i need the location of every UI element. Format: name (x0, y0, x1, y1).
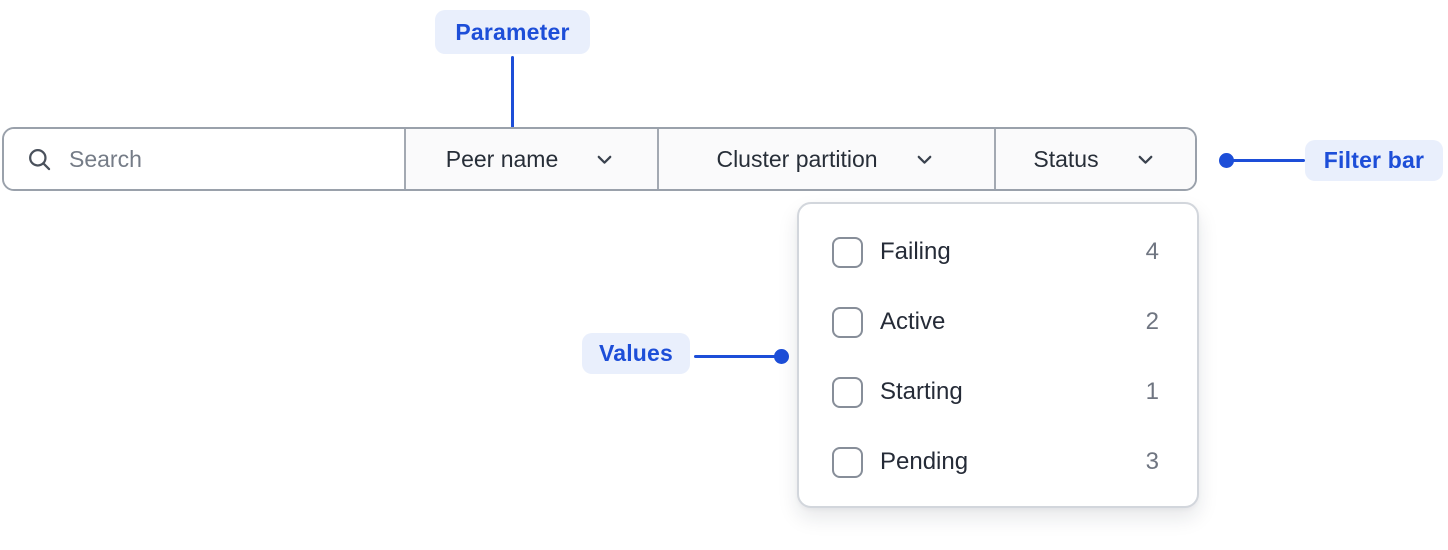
filter-bar: Peer name Cluster partition Status (2, 127, 1197, 191)
parameter-dropdown-cluster-partition[interactable]: Cluster partition (657, 129, 994, 189)
status-dropdown-panel: Failing 4 Active 2 Starting 1 Pending 3 (797, 202, 1199, 508)
dropdown-option-failing[interactable]: Failing 4 (799, 217, 1197, 287)
option-label: Pending (880, 448, 969, 475)
parameter-dropdown-peer-name[interactable]: Peer name (404, 129, 657, 189)
filter-bar-connector-dot (1219, 153, 1234, 168)
parameter-connector-line (511, 56, 514, 141)
option-label: Active (880, 308, 946, 335)
chevron-down-icon (1133, 147, 1158, 172)
option-label: Starting (880, 378, 963, 405)
checkbox-active[interactable] (832, 306, 863, 338)
option-count: 2 (1145, 308, 1159, 335)
parameter-dropdown-label: Cluster partition (716, 145, 878, 172)
parameter-annotation-label: Parameter (455, 18, 570, 45)
values-annotation-badge: Values (582, 333, 690, 374)
option-count: 3 (1145, 448, 1159, 475)
values-connector-line (694, 355, 782, 358)
search-icon (29, 148, 51, 170)
option-count: 4 (1145, 238, 1159, 265)
filter-bar-annotation-label: Filter bar (1323, 147, 1425, 173)
dropdown-option-pending[interactable]: Pending 3 (799, 427, 1197, 497)
dropdown-option-starting[interactable]: Starting 1 (799, 357, 1197, 427)
dropdown-option-active[interactable]: Active 2 (799, 287, 1197, 357)
parameter-dropdown-status[interactable]: Status (994, 129, 1195, 189)
parameter-dropdown-label: Peer name (445, 145, 559, 172)
chevron-down-icon (912, 147, 937, 172)
values-connector-dot (774, 349, 789, 364)
filter-bar-connector-line (1227, 159, 1305, 162)
parameter-annotation-badge: Parameter (435, 10, 590, 54)
option-count: 1 (1145, 378, 1159, 405)
chevron-down-icon (592, 147, 617, 172)
filter-bar-annotation-badge: Filter bar (1305, 140, 1443, 181)
search-input[interactable] (69, 145, 399, 173)
values-annotation-label: Values (598, 340, 674, 366)
option-label: Failing (880, 238, 951, 265)
parameter-dropdown-label: Status (1033, 145, 1099, 172)
checkbox-pending[interactable] (832, 446, 863, 478)
search-field (4, 129, 404, 189)
checkbox-failing[interactable] (832, 236, 863, 268)
checkbox-starting[interactable] (832, 376, 863, 408)
